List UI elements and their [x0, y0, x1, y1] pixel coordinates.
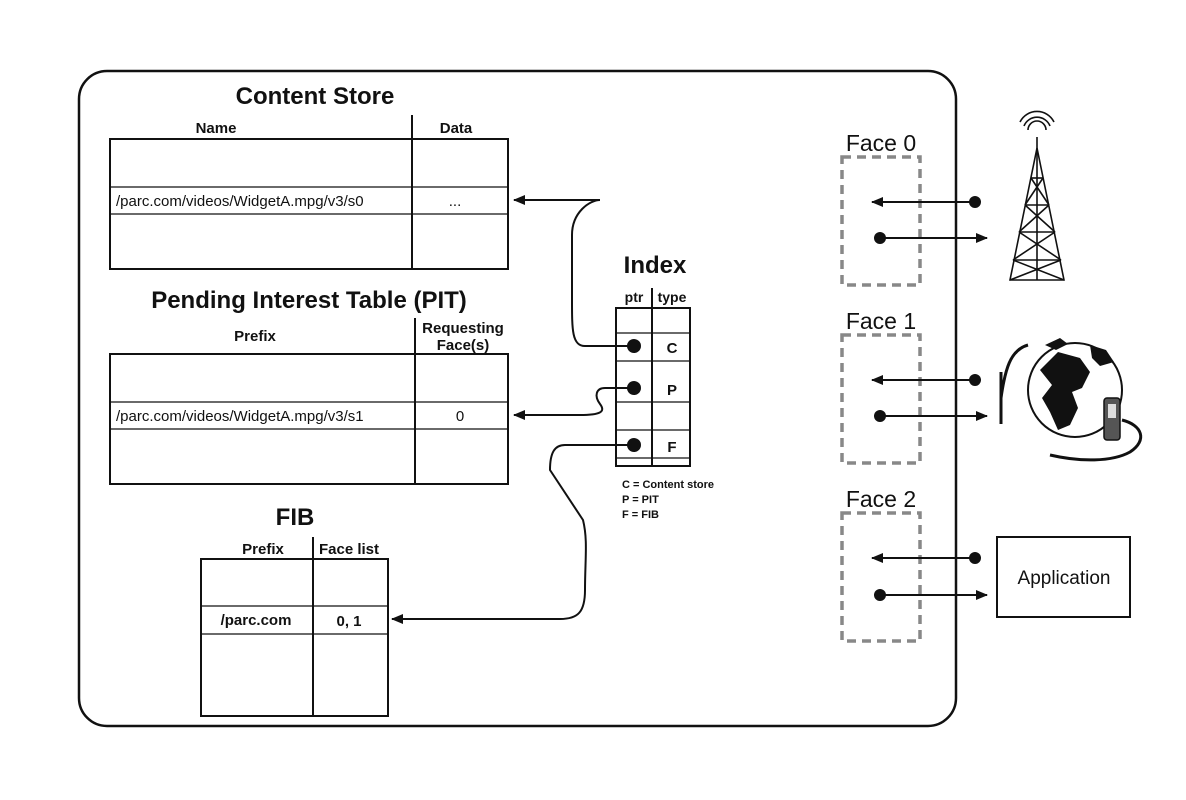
pit-entry-faces: 0 [456, 408, 464, 425]
pit-title: Pending Interest Table (PIT) [151, 287, 467, 314]
pit-col-faces-line2: Face(s) [437, 337, 490, 354]
pit-entry-prefix: /parc.com/videos/WidgetA.mpg/v3/s1 [116, 408, 364, 425]
index-col-type: type [658, 289, 687, 305]
index-col-ptr: ptr [625, 289, 644, 305]
fib-title: FIB [276, 504, 315, 531]
index-table: Index ptr type C P F C = Content store P… [615, 252, 714, 521]
index-legend-p: P = PIT [622, 494, 659, 506]
face-0: Face 0 [840, 130, 988, 287]
fib-col-prefix: Prefix [242, 541, 284, 558]
fib-entry-faces: 0, 1 [336, 613, 361, 630]
content-store-entry-data: ... [449, 193, 462, 210]
fib-table: FIB Prefix Face list /parc.com 0, 1 [200, 504, 389, 717]
fib-entry-prefix: /parc.com [221, 612, 292, 629]
content-store-title: Content Store [236, 83, 395, 110]
pit-table: Pending Interest Table (PIT) Prefix Requ… [109, 287, 509, 485]
pointer-to-pit [513, 387, 634, 420]
face-1: Face 1 [840, 308, 1003, 465]
node-boundary [77, 69, 958, 728]
globe-network-icon [999, 338, 1143, 462]
face-1-label: Face 1 [846, 308, 916, 334]
index-legend-c: C = Content store [622, 479, 714, 491]
fib-col-facelist: Face list [319, 541, 379, 558]
pit-col-prefix: Prefix [234, 328, 276, 345]
index-type-f: F [667, 439, 676, 456]
content-store-col-name: Name [196, 120, 237, 137]
application-box: Application [996, 536, 1131, 618]
face-2-label: Face 2 [846, 486, 916, 512]
face-0-label: Face 0 [846, 130, 916, 156]
index-legend-f: F = FIB [622, 509, 659, 521]
antenna-tower-icon [1009, 110, 1065, 281]
application-label: Application [1018, 568, 1111, 589]
index-title: Index [624, 252, 687, 279]
pointer-to-fib [391, 444, 634, 624]
face-2: Face 2 [840, 486, 988, 643]
pointer-to-content-store [513, 195, 634, 347]
index-type-c: C [667, 340, 678, 357]
pit-col-faces-line1: Requesting [422, 320, 504, 337]
content-store-col-data: Data [440, 120, 473, 137]
index-type-p: P [667, 382, 677, 399]
content-store-table: Content Store Name Data /parc.com/videos… [109, 83, 509, 270]
content-store-entry-name: /parc.com/videos/WidgetA.mpg/v3/s0 [116, 193, 364, 210]
